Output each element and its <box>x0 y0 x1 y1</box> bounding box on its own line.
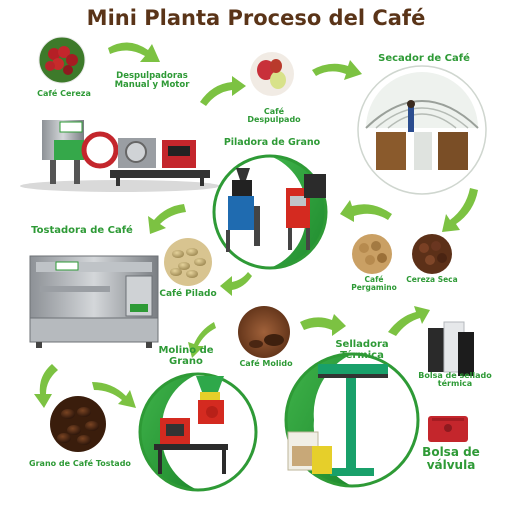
label-cafe-despulpado: Café Despulpado <box>247 107 301 125</box>
label-grano-tostado: Grano de Café Tostado <box>29 459 131 468</box>
label-piladora: Piladora de Grano <box>223 137 321 148</box>
arrow-11 <box>300 314 346 336</box>
cafe-despulpado-image <box>250 52 294 96</box>
label-cafe-pergamino: Café Pergamino <box>351 275 397 292</box>
label-tostadora: Tostadora de Café <box>31 225 133 236</box>
cafe-molido-image <box>238 306 290 358</box>
arrow-10 <box>92 382 136 408</box>
arrow-4 <box>442 188 478 232</box>
bolsa-valvula-image <box>428 416 468 442</box>
label-selladora: Selladora Térmica <box>335 339 389 361</box>
label-cafe-molido: Café Molido <box>239 359 293 368</box>
label-bolsa-sellado: Bolsa de sellado térmica <box>418 371 492 389</box>
arrow-1 <box>108 42 160 62</box>
piladora-image <box>212 154 328 270</box>
label-cereza-seca: Cereza Seca <box>406 275 458 284</box>
label-bolsa-valvula: Bolsa de válvula <box>422 445 480 472</box>
cereza-seca-image <box>412 234 452 274</box>
cafe-cereza-image <box>38 36 86 84</box>
arrow-7 <box>148 204 186 234</box>
bolsa-sellado-image <box>428 321 474 376</box>
flow-arrows <box>34 42 478 408</box>
arrow-8 <box>188 322 216 358</box>
cafe-pergamino-image <box>352 234 392 274</box>
arrow-12 <box>388 306 430 336</box>
selladora-image <box>284 352 420 488</box>
arrow-5 <box>340 200 392 222</box>
label-secador: Secador de Café <box>378 53 470 64</box>
label-cafe-pilado: Café Pilado <box>159 289 217 299</box>
label-despulpadoras: Despulpadoras Manual y Motor <box>114 71 190 90</box>
label-cafe-cereza: Café Cereza <box>37 89 91 98</box>
label-molino: Molino de Grano <box>158 345 214 367</box>
cafe-pilado-image <box>164 238 212 286</box>
arrow-9 <box>34 364 58 408</box>
arrow-6 <box>220 272 252 296</box>
molino-image <box>138 372 258 492</box>
despulpadora-machine <box>20 120 220 192</box>
page-title: Mini Planta Proceso del Café <box>86 6 426 30</box>
secador-image <box>357 65 487 195</box>
tostadora-machine <box>29 255 159 348</box>
grano-tostado-image <box>50 396 106 452</box>
arrow-2 <box>200 76 246 106</box>
arrow-3 <box>312 60 362 80</box>
